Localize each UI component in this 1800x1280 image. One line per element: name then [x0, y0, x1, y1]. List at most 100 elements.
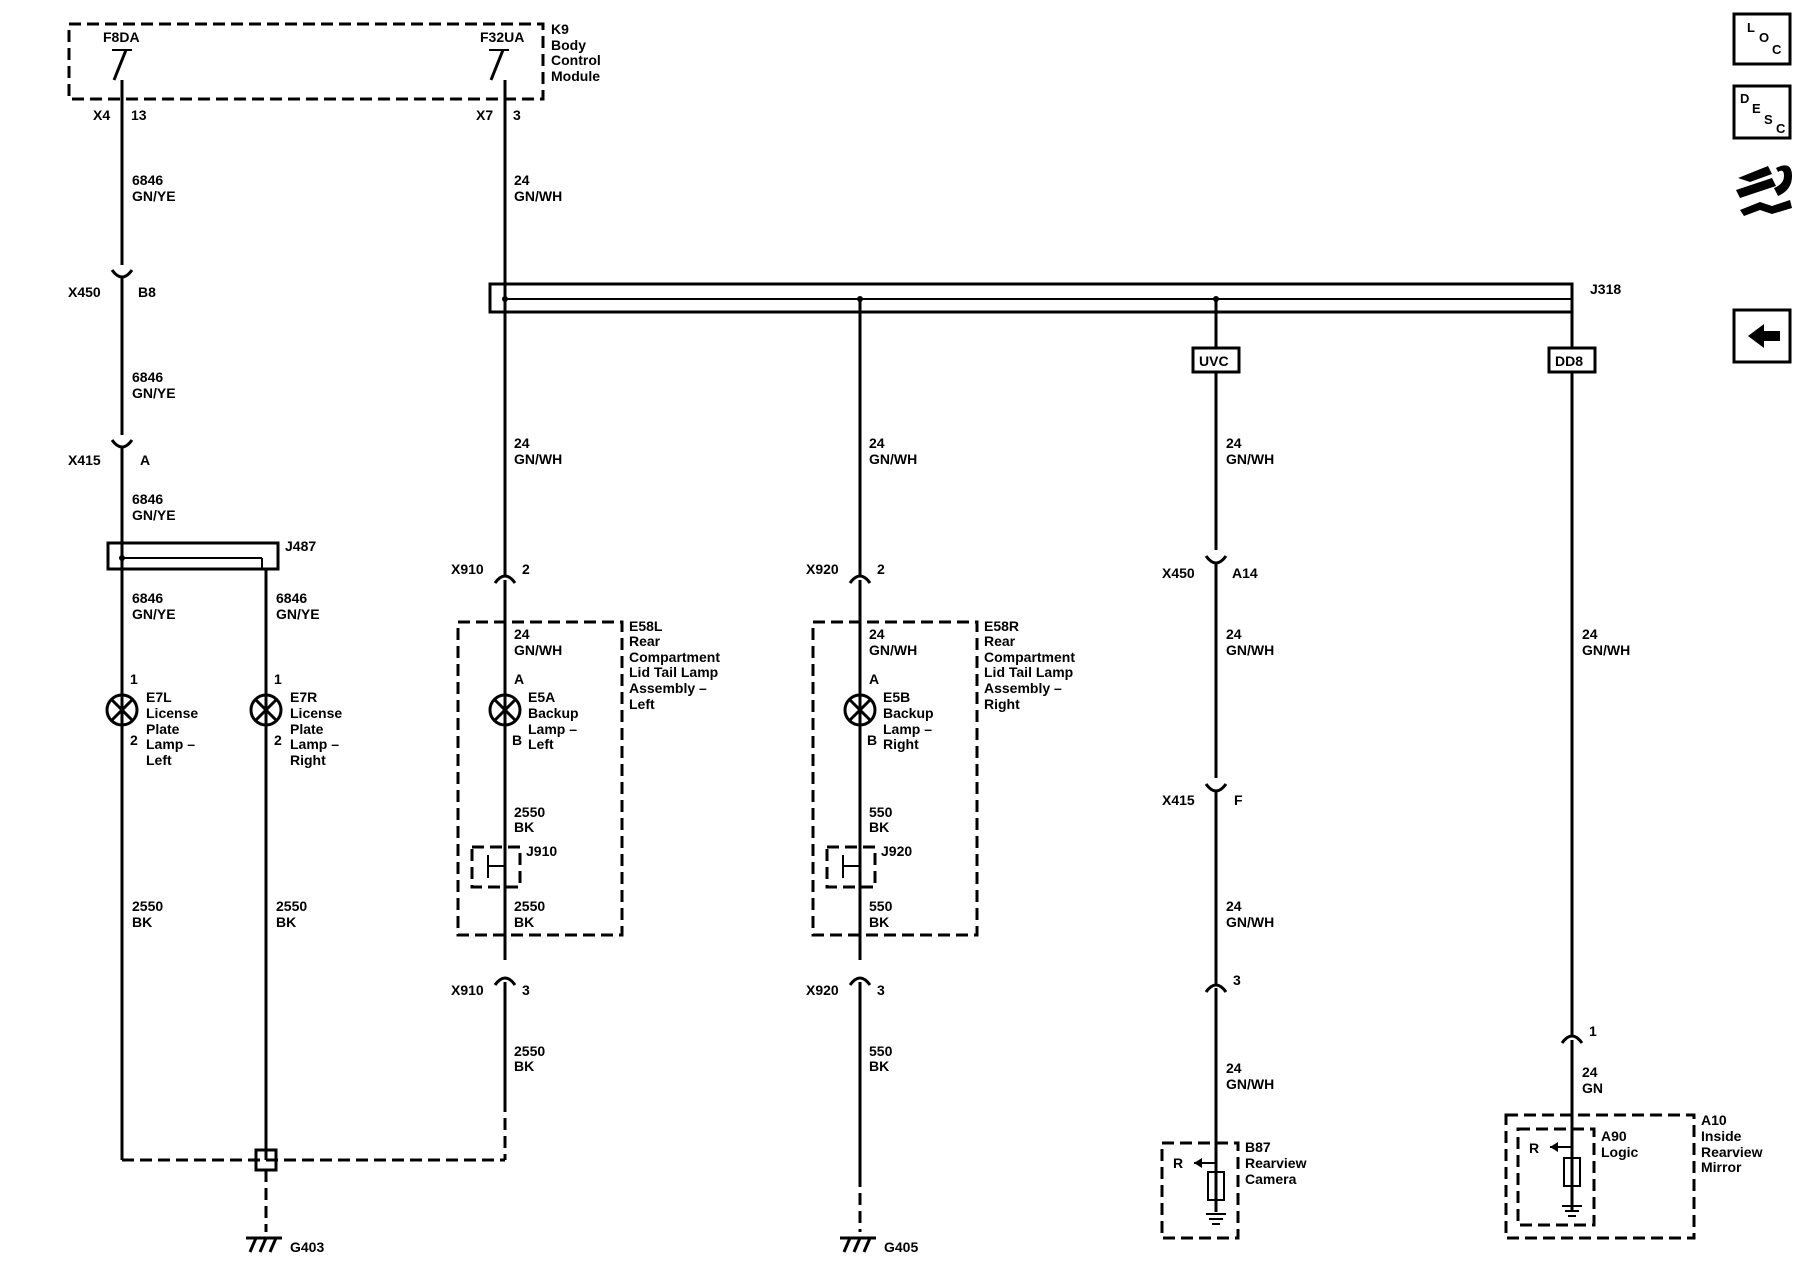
desc-letter: E — [1752, 101, 1761, 116]
desc-letter: D — [1740, 91, 1749, 106]
e5a-label-line: Left — [528, 736, 554, 752]
e58l-label-line: Rear — [629, 633, 661, 649]
e58l-label-line: Lid Tail Lamp — [629, 664, 718, 680]
fuse-f32ua-label: F32UA — [480, 29, 524, 45]
b87-pin-r: R — [1173, 1155, 1183, 1171]
connector-x910-pin3-symbol — [493, 976, 517, 986]
bcm-id: K9 — [551, 21, 569, 37]
desc-letter: C — [1776, 121, 1786, 136]
e5a-pin-a: A — [514, 671, 524, 687]
e7r-label-line: Plate — [290, 721, 324, 737]
e5a-label-line: Lamp – — [528, 721, 577, 737]
body-control-module: F8DA F32UA K9 Body Control Module X4 13 … — [67, 21, 601, 123]
e7l-label-line: License — [146, 705, 198, 721]
wire-label-2550: 2550 — [132, 898, 163, 914]
connector-x920-label: X920 — [806, 982, 839, 998]
wire-label-24: 24 — [1226, 435, 1242, 451]
e7l-label-line: Left — [146, 752, 172, 768]
wire-color-gnye: GN/YE — [132, 385, 176, 401]
connector-camera-pin3-symbol — [1204, 983, 1228, 993]
connector-x910-label: X910 — [451, 561, 484, 577]
wire-label-550: 550 — [869, 804, 893, 820]
lamp-e5b — [843, 693, 877, 727]
ground-g405-symbol — [840, 1236, 876, 1253]
bcm-pin-13: 13 — [131, 107, 147, 123]
bcm-connector-x7: X7 — [476, 107, 493, 123]
e7r-label-line: Right — [290, 752, 326, 768]
wire-label-6846: 6846 — [132, 491, 163, 507]
wire-color-gn: GN — [1582, 1080, 1603, 1096]
wire-color-gnwh: GN/WH — [1226, 642, 1274, 658]
wire-label-24: 24 — [514, 435, 530, 451]
wire-color-gnye: GN/YE — [132, 507, 176, 523]
e7l-pin-1: 1 — [130, 671, 138, 687]
e58l-id: E58L — [629, 618, 663, 634]
splice-j487 — [106, 541, 280, 571]
wire-color-gnwh: GN/WH — [869, 642, 917, 658]
wire-color-gnwh: GN/WH — [1582, 642, 1630, 658]
e5b-pin-b: B — [867, 732, 877, 748]
connector-x450-label: X450 — [1162, 565, 1195, 581]
wire-label-24: 24 — [1226, 1060, 1242, 1076]
ground-g405-label: G405 — [884, 1239, 918, 1255]
connector-x415-f-symbol — [1204, 783, 1228, 793]
e7r-label-line: License — [290, 705, 342, 721]
wire-label-2550: 2550 — [276, 898, 307, 914]
e7l-label-line: Lamp – — [146, 736, 195, 752]
connector-x910-pin-2: 2 — [522, 561, 530, 577]
loc-button[interactable]: L O C — [1732, 12, 1792, 66]
a10-id: A10 — [1701, 1112, 1727, 1128]
mirror-connector-pin-1: 1 — [1589, 1023, 1597, 1039]
bcm-name-line-3: Module — [551, 68, 600, 84]
a10-label-line: Rearview — [1701, 1144, 1763, 1160]
wire-color-bk: BK — [132, 914, 152, 930]
assembly-e58l-box — [456, 620, 624, 937]
connector-x920-label: X920 — [806, 561, 839, 577]
wire-label-6846: 6846 — [132, 369, 163, 385]
wire-label-24: 24 — [514, 172, 530, 188]
option-uvc-label: UVC — [1199, 353, 1229, 369]
wire-color-gnwh: GN/WH — [1226, 451, 1274, 467]
e7r-label-line: Lamp – — [290, 736, 339, 752]
backup-lamp-right-circuit: 24 GN/WH X920 2 E58R Rear Compartment Li… — [806, 299, 1075, 1255]
wire-label-24: 24 — [514, 626, 530, 642]
a10-label-line: Inside — [1701, 1128, 1742, 1144]
inside-mirror-circuit: DD8 24 GN/WH 1 24 GN R A90 Logic A10 Ins… — [1504, 312, 1763, 1240]
wire-color-gnye: GN/YE — [132, 188, 176, 204]
e58r-label-line: Rear — [984, 633, 1016, 649]
wire-label-550: 550 — [869, 898, 893, 914]
desc-button[interactable]: D E S C — [1732, 84, 1792, 140]
connector-mirror-pin1-symbol — [1560, 1034, 1584, 1044]
connector-pin-b8: B8 — [138, 284, 156, 300]
e7r-id: E7R — [290, 689, 317, 705]
wire-label-550: 550 — [869, 1043, 893, 1059]
bcm-name-line-2: Control — [551, 52, 601, 68]
license-plate-circuit: 6846 GN/YE X450 B8 6846 GN/YE X415 A 684… — [68, 80, 505, 1255]
connector-pin-a14: A14 — [1232, 565, 1258, 581]
e58r-label-line: Compartment — [984, 649, 1075, 665]
connector-x920-pin2-symbol — [848, 574, 872, 584]
ground-g403-label: G403 — [290, 1239, 324, 1255]
wire-color-gnye: GN/YE — [132, 606, 176, 622]
e7l-id: E7L — [146, 689, 172, 705]
camera-b87-box — [1160, 1141, 1240, 1240]
e5a-label-line: Backup — [528, 705, 579, 721]
assembly-e58r-box — [811, 620, 979, 937]
wire-label-24: 24 — [869, 435, 885, 451]
loc-letter: C — [1772, 42, 1782, 57]
wire-label-24: 24 — [1226, 626, 1242, 642]
wire-color-bk: BK — [514, 819, 534, 835]
backup-lamp-left-circuit: 24 GN/WH 24 GN/WH X910 2 E58L Rear Compa… — [451, 80, 720, 1160]
connector-end-view-icon[interactable] — [1736, 165, 1792, 216]
lamp-e7r — [249, 693, 283, 727]
e58l-label-line: Compartment — [629, 649, 720, 665]
connector-x910-pin2-symbol — [493, 574, 517, 584]
desc-letter: S — [1764, 112, 1773, 127]
bcm-connector-x4: X4 — [93, 107, 110, 123]
ground-g403-symbol — [246, 1236, 282, 1253]
loc-letter: O — [1759, 30, 1769, 45]
back-arrow-button[interactable] — [1732, 308, 1792, 364]
wire-color-gnwh: GN/WH — [514, 188, 562, 204]
lamp-e7l — [105, 693, 139, 727]
wire-label-2550: 2550 — [514, 898, 545, 914]
